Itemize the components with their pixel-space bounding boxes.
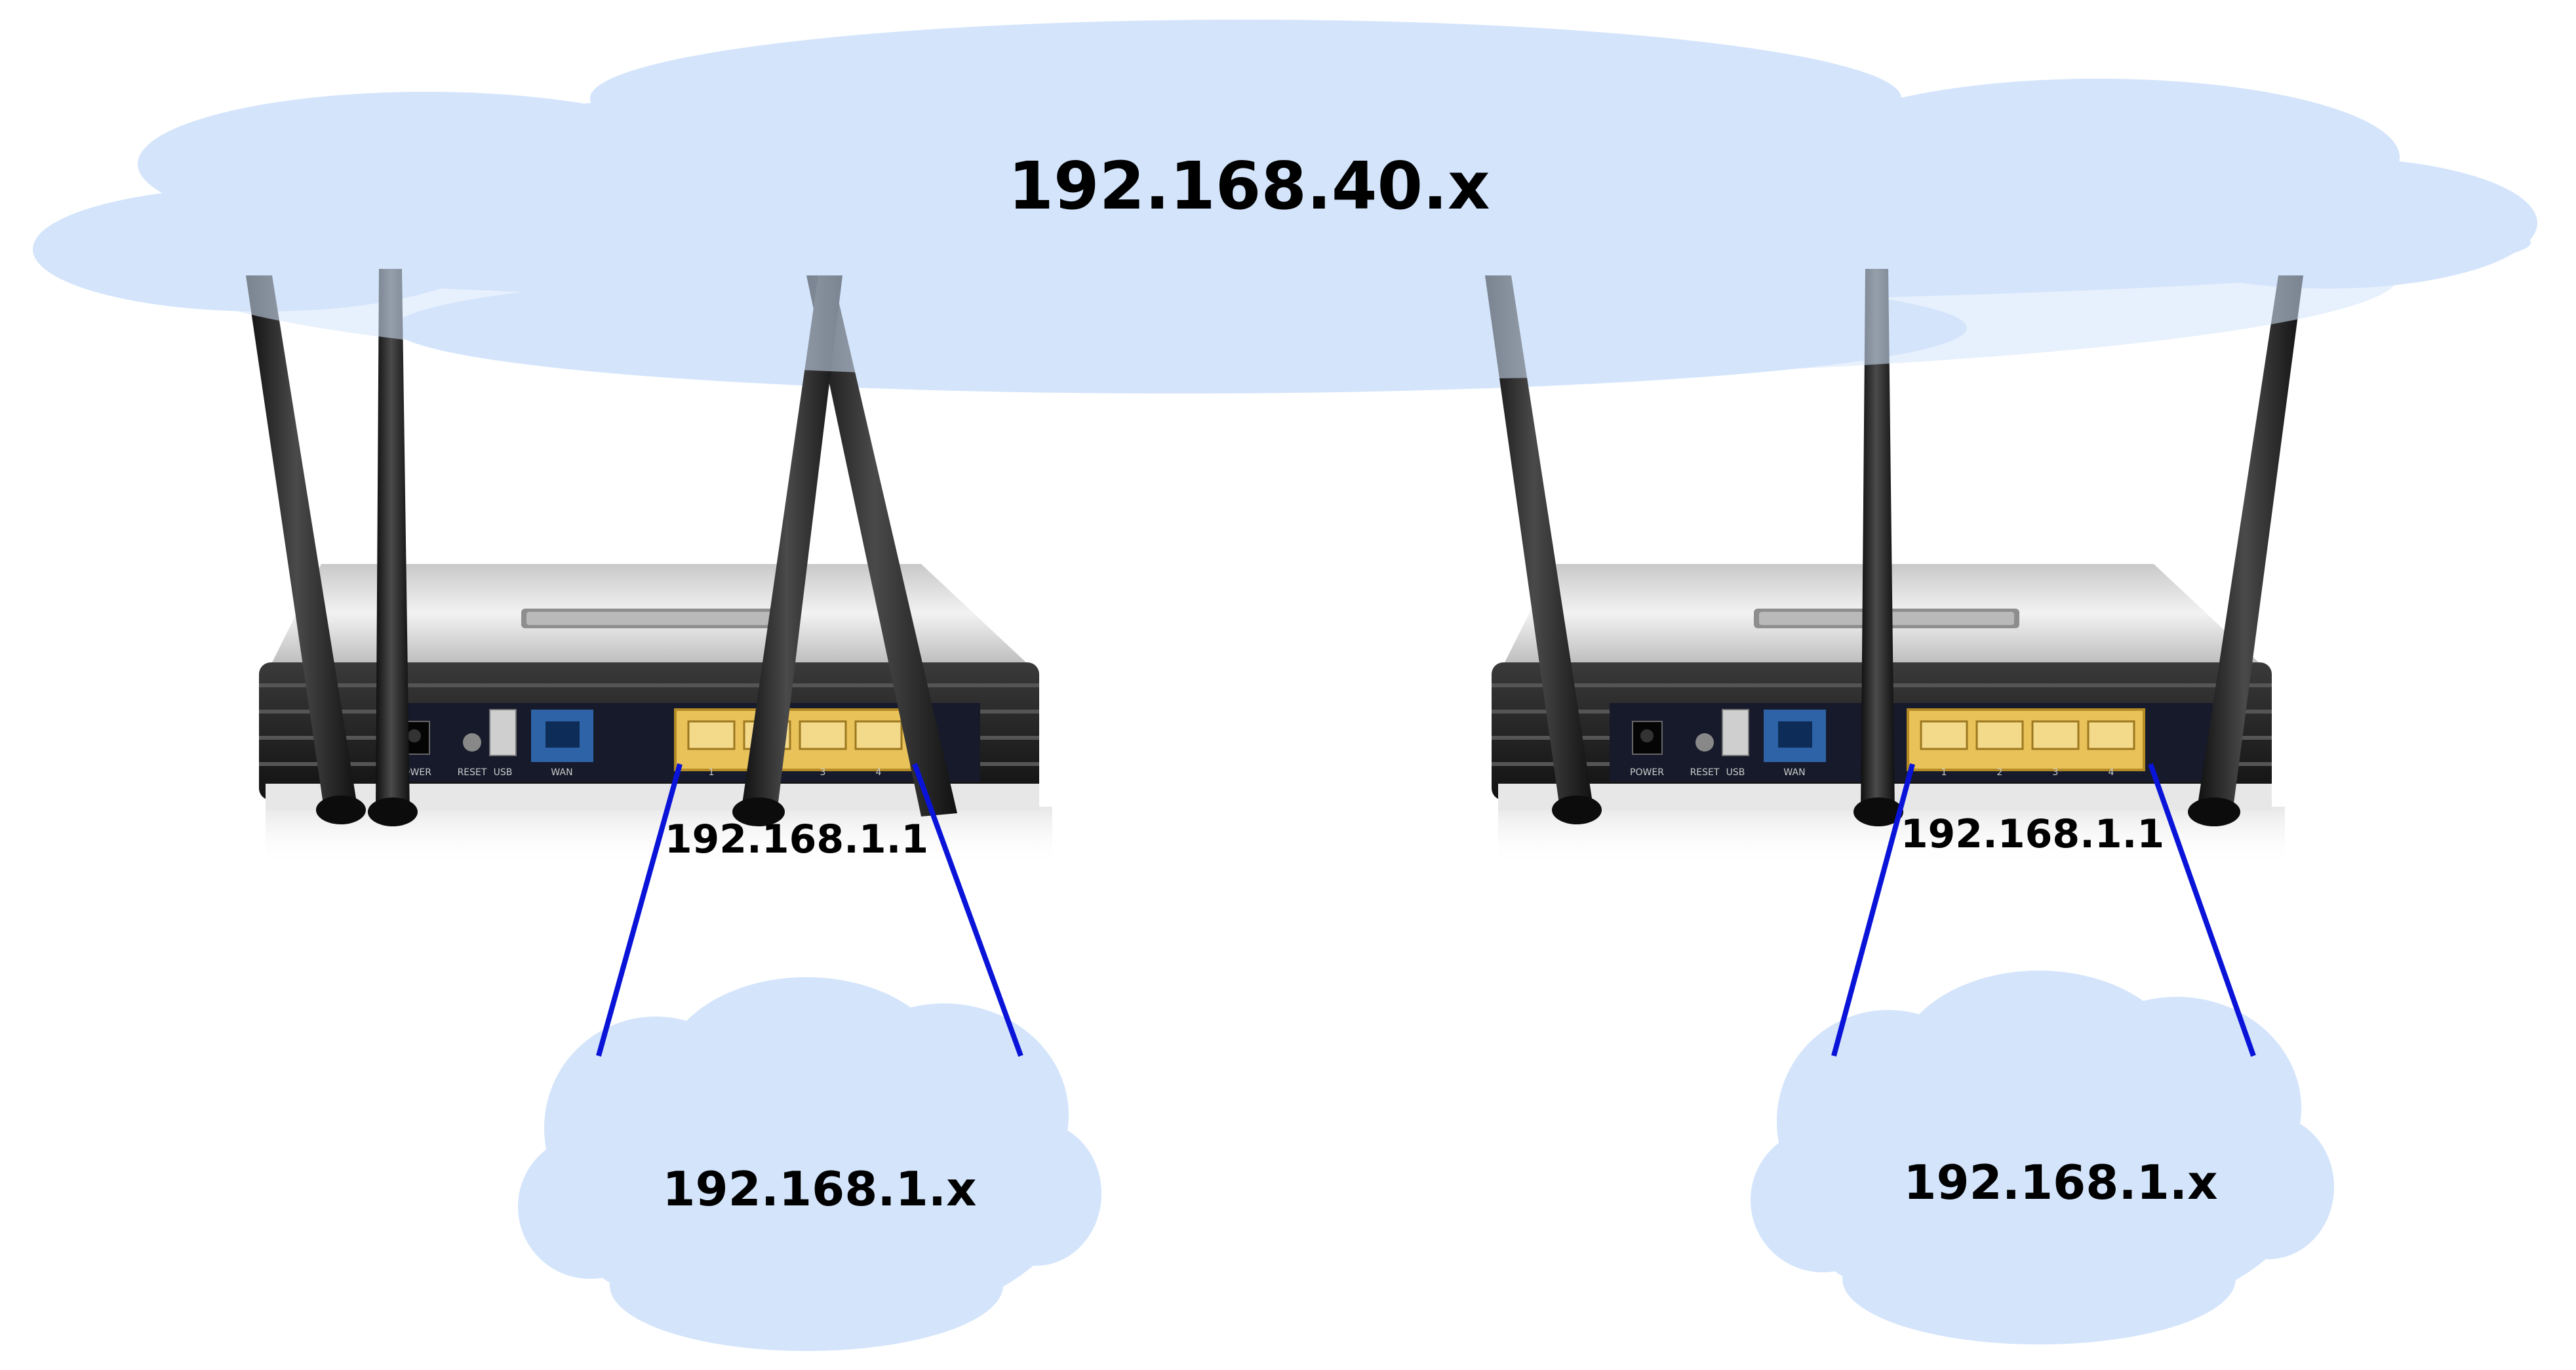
router-2: POWER RESET USB WAN 1 2 3 4: [1485, 269, 2303, 866]
lan-port-1-label: 1: [709, 767, 715, 778]
wan-network-label: 192.168.40.x: [1008, 148, 1490, 224]
power-port-label: POWER: [1630, 767, 1664, 778]
usb-port-icon: [489, 709, 517, 756]
usb-port-label: USB: [1726, 767, 1745, 778]
wan-port-label: WAN: [1783, 767, 1805, 778]
lan-port-3-label: 3: [820, 767, 826, 778]
wan-cloud-overlay: [170, 171, 2400, 380]
link-line: [596, 763, 683, 1057]
router-1: POWER RESET USB WAN 1 2 3 4: [246, 269, 1052, 866]
antenna-icon: [2188, 275, 2303, 826]
antenna-icon: [732, 275, 957, 826]
lan-port-2-label: 2: [1997, 767, 2003, 778]
wan-port-label: WAN: [551, 767, 572, 778]
lan-cloud-1: [518, 977, 1101, 1351]
link-line: [2148, 763, 2256, 1057]
antenna-icon: [246, 275, 366, 824]
router-1-ip-label: 192.168.1.1: [665, 816, 928, 862]
lan-2-network-label: 192.168.1.x: [1903, 1155, 2217, 1210]
reset-label: RESET: [458, 767, 487, 778]
lan-links: [596, 763, 2256, 1057]
lan-port-4-label: 4: [876, 767, 882, 778]
antenna-icon: [1853, 269, 1903, 826]
router-2-ip-label: 192.168.1.1: [1901, 811, 2164, 857]
usb-port-icon: [1722, 709, 1749, 756]
lan-cloud-2: [1751, 971, 2334, 1344]
lan-1-network-label: 192.168.1.x: [662, 1161, 976, 1217]
lan-port-4-label: 4: [2109, 767, 2114, 778]
reset-button-icon: [463, 733, 481, 752]
link-line: [1831, 763, 1915, 1057]
link-line: [912, 763, 1023, 1057]
lan-port-3-label: 3: [2053, 767, 2059, 778]
antenna-icon: [1485, 275, 1602, 824]
reset-button-icon: [1695, 733, 1714, 752]
antenna-icon: [368, 269, 418, 826]
lan-port-1-label: 1: [1941, 767, 1947, 778]
usb-port-label: USB: [494, 767, 513, 778]
reset-label: RESET: [1690, 767, 1720, 778]
